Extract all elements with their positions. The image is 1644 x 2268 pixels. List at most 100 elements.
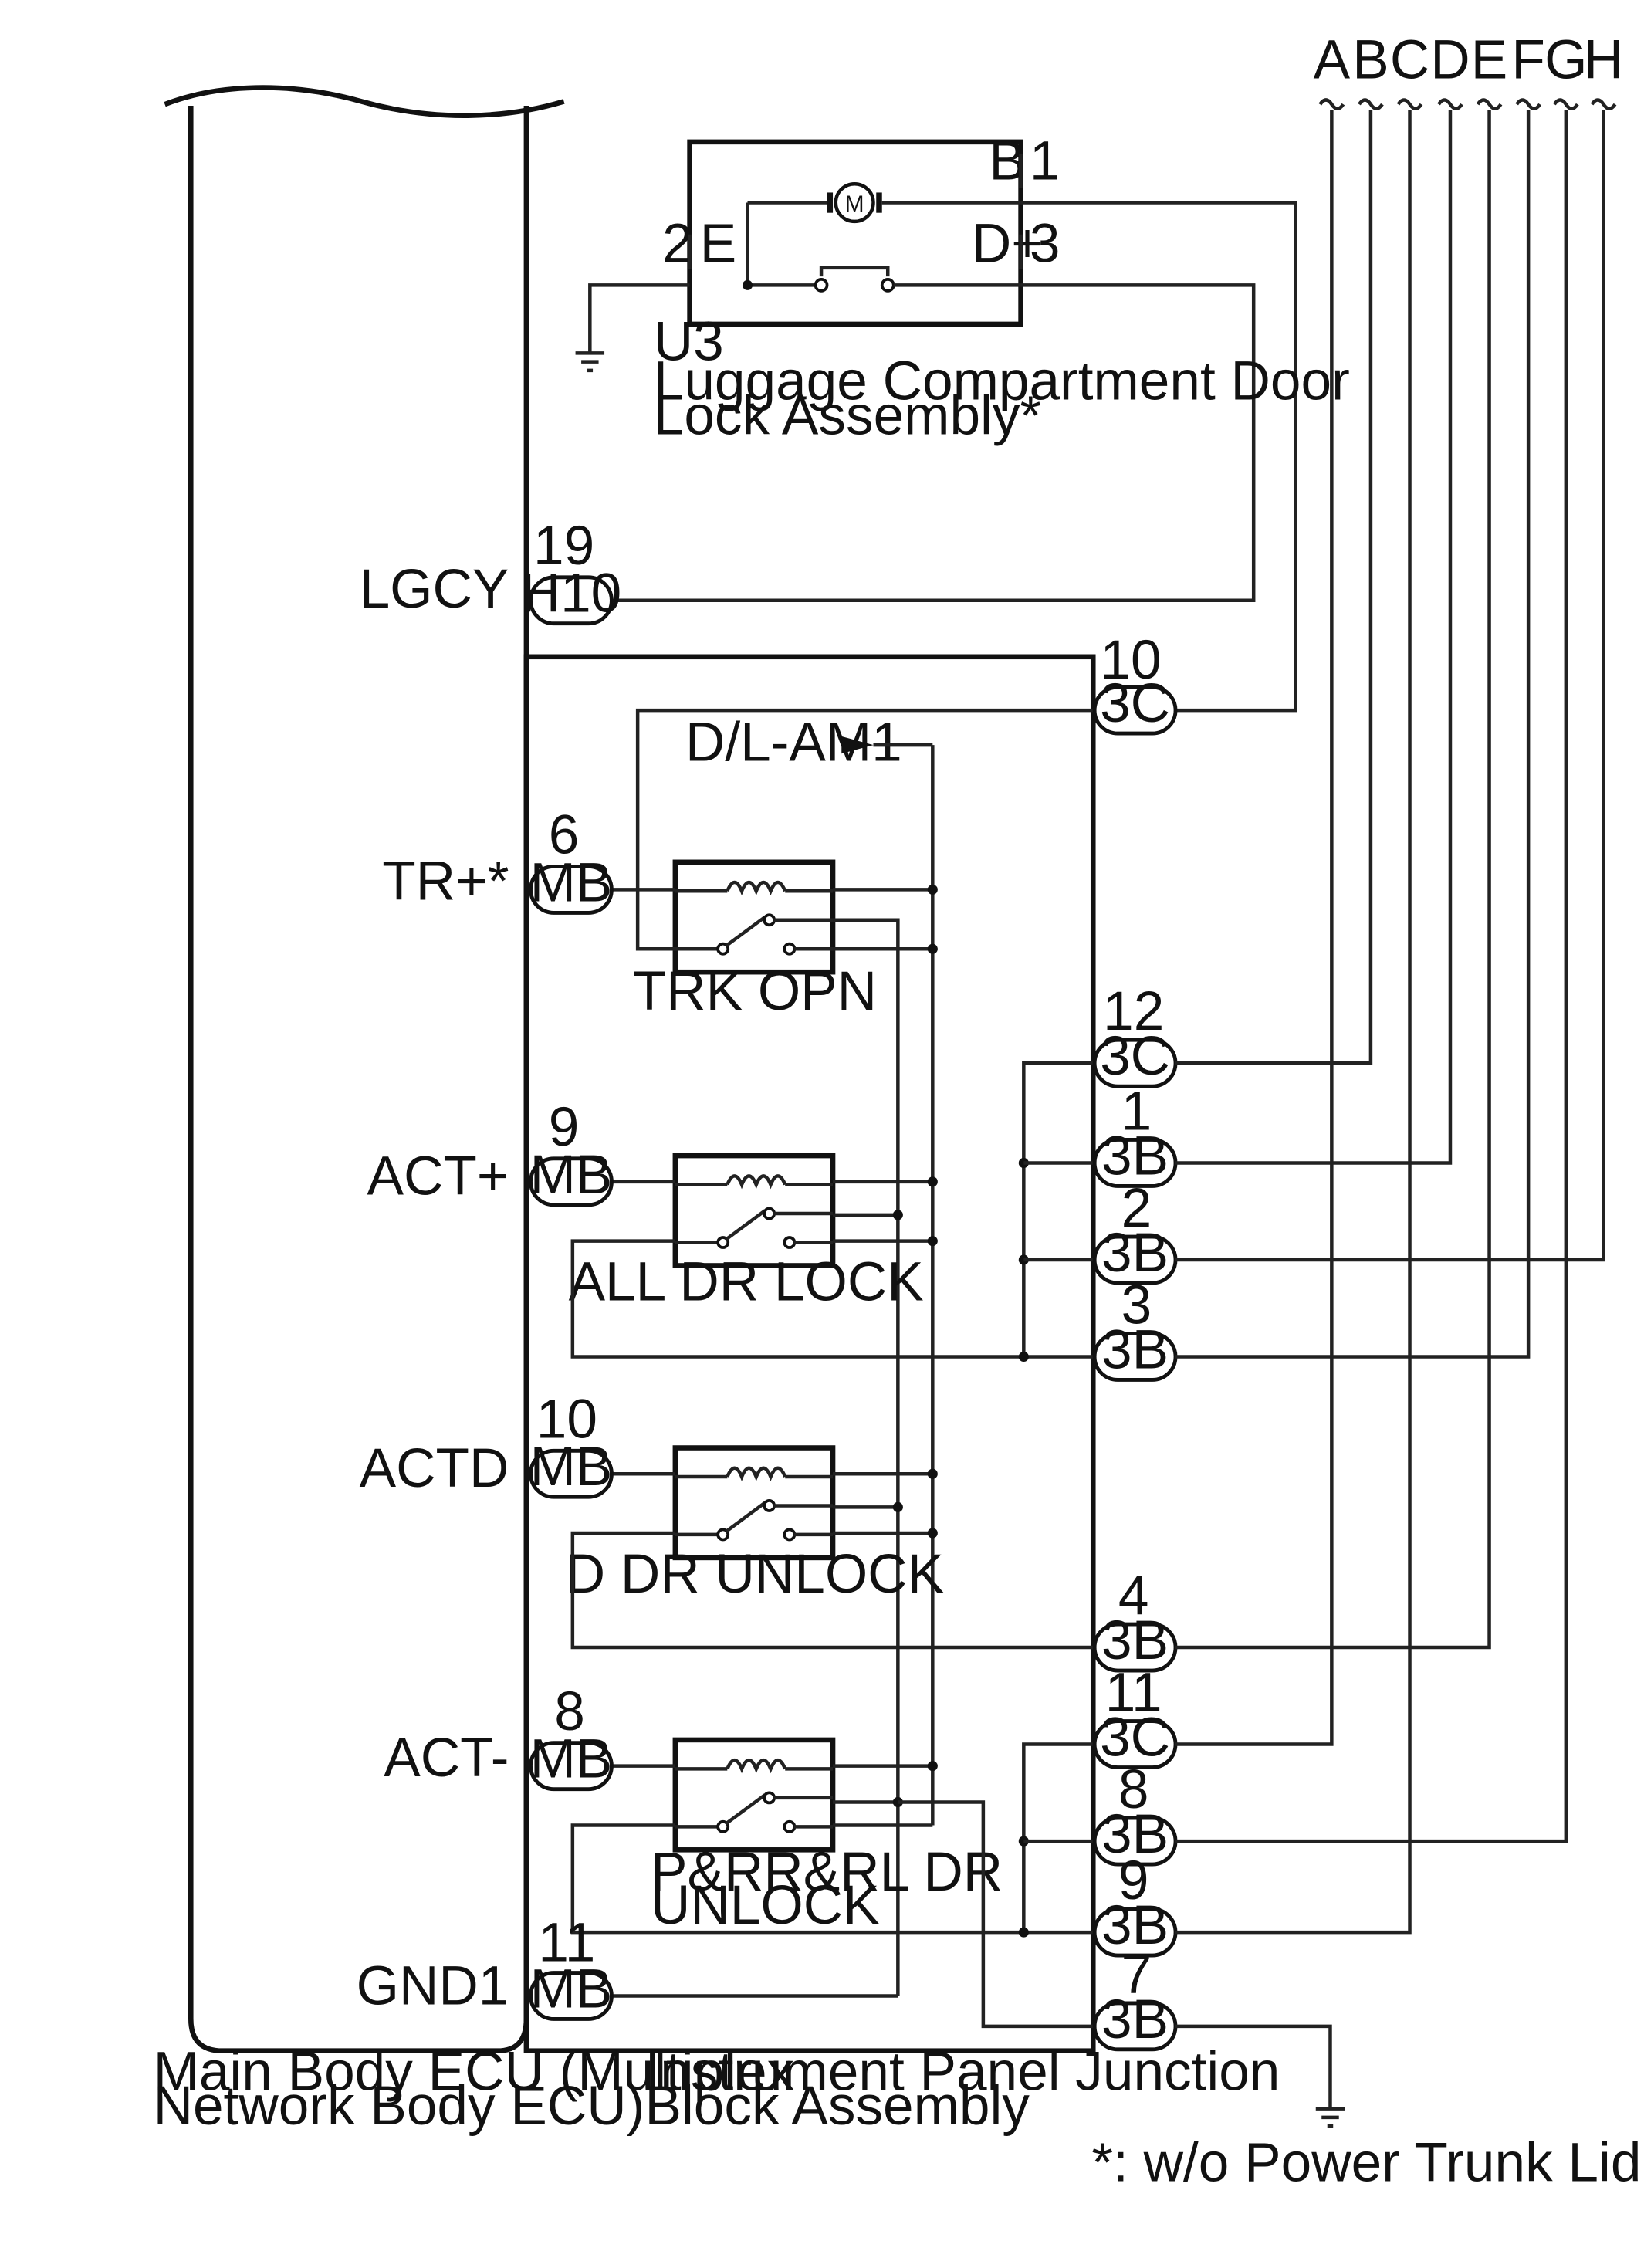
connector-b8-code: 3B (1101, 1804, 1169, 1865)
connector-b4-pin: 4 (1118, 1566, 1149, 1627)
connector-c3c12-pin: 12 (1103, 981, 1164, 1042)
bus-letter-d: D (1430, 29, 1470, 90)
relay-all-dr-lock-contact-common (763, 1207, 776, 1220)
wire-lock-dplus-to-h10 (611, 283, 1256, 602)
relay-all-dr-lock-contact-a (716, 1236, 730, 1249)
connector-b7-pin: 7 (1121, 1945, 1152, 2006)
relay-trk-opn-switch-blade (725, 916, 766, 948)
bus-letter-g: G (1544, 29, 1587, 90)
connector-b7-code: 3B (1101, 1989, 1169, 2050)
bus-letter-b: B (1352, 29, 1389, 90)
bus-f-to-3b3 (1175, 110, 1531, 1359)
relay-p-rr-rl-switch-blade (725, 1793, 766, 1826)
connector-mb10 (529, 1448, 614, 1499)
relay-trk-opn (672, 859, 836, 975)
connector-b1-pin: 1 (1121, 1081, 1152, 1142)
lock-junction-dot (742, 279, 753, 290)
relay-p-rr-rl-unlock (672, 1737, 836, 1853)
connector-mb8-pin: 8 (554, 1681, 585, 1742)
motor-icon (834, 181, 875, 224)
wire-3c10-to-trk-switch (635, 708, 1176, 951)
dot-ddr-common (892, 1501, 903, 1512)
connector-mb11 (529, 1971, 614, 2021)
junction-block-name-line2: Block Assembly (645, 2076, 1030, 2137)
bus-a-to-3c11 (1175, 110, 1334, 1746)
connector-c3c10-pin: 10 (1100, 630, 1161, 691)
connector-mb9-pin: 9 (549, 1097, 580, 1158)
wire-lock-b-to-3c10 (1020, 201, 1297, 713)
dot-prr-coil (927, 1761, 938, 1772)
relay-trk-opn-contact-a (716, 942, 730, 956)
ecu-name-line2: Network Body ECU) (154, 2076, 645, 2137)
bus-letter-a: A (1314, 29, 1351, 90)
bus-e-to-3b4 (1175, 110, 1491, 1650)
lock-pin-b: 1 (1030, 131, 1060, 192)
relay-p-rr-rl-coil-icon (726, 1759, 787, 1774)
lock-pin-dplus: 3 (1030, 213, 1060, 274)
bus-break-c (1396, 98, 1423, 111)
relay-all-dr-lock-switch-blade (725, 1209, 766, 1241)
bus-letter-f: F (1511, 29, 1544, 90)
connector-b2-pin: 2 (1121, 1178, 1152, 1239)
relay-d-dr-unlock (672, 1445, 836, 1561)
dot-group-3 (1018, 1351, 1029, 1362)
bus-break-start (1318, 98, 1334, 106)
ecu-pin-lgcy: LGCY (360, 559, 509, 620)
feed-label: D/L-AM1 (685, 713, 902, 773)
lock-assembly-box (687, 139, 1023, 327)
relay-trk-opn-label: TRK OPN (633, 961, 877, 1022)
bus-letter-h: H (1584, 29, 1623, 90)
connector-mb8-code: MB (530, 1729, 613, 1790)
lock-terminal-e: E (700, 213, 736, 274)
connector-b8-pin: 8 (1118, 1759, 1149, 1820)
relay-d-dr-unlock-contact-common (763, 1499, 776, 1512)
relay-d-dr-unlock-contact-a (716, 1528, 730, 1542)
connector-mb6-code: MB (530, 852, 613, 913)
relay-d-dr-unlock-contact-b (783, 1528, 797, 1542)
connector-c3c10-code: 3C (1100, 673, 1170, 734)
ground-3b7-wire (1175, 2024, 1332, 2109)
relay-p-rr-rl-contact-common (763, 1791, 776, 1805)
junction-block-name-line1: Instrument Panel Junction (645, 2041, 1280, 2102)
relay-all-dr-lock-label: ALL DR LOCK (569, 1251, 924, 1312)
relay-p-rr-rl-contact-a (716, 1819, 730, 1833)
connector-mb9-code: MB (530, 1145, 613, 1206)
connector-b2-code: 3B (1101, 1223, 1169, 1284)
ecu-pin-actd: ACTD (360, 1438, 509, 1499)
ecu-break-line (164, 85, 565, 118)
wire-group-lower (1022, 1742, 1094, 1933)
bus-c-to-3b9 (1175, 110, 1412, 1935)
bus-h-to-3b2 (1175, 110, 1605, 1262)
footnote: *: w/o Power Trunk Lid System (1091, 2132, 1644, 2193)
motor-brush-right (876, 192, 882, 213)
dot-group-5 (1018, 1927, 1029, 1938)
connector-c3c11-pin: 11 (1105, 1662, 1162, 1723)
relay-p-rr-rl-label-1: P&RR&RL DR (651, 1842, 1003, 1903)
lock-assembly-code: U3 (654, 312, 724, 373)
relay-all-dr-lock-contact-b (783, 1236, 797, 1249)
connector-mb6 (529, 864, 614, 915)
lock-assembly-name-line1: Luggage Compartment Door (654, 350, 1350, 411)
lock-switch-contact-left (814, 277, 829, 293)
connector-mb11-pin: 11 (538, 1913, 595, 1974)
bus-break-d (1437, 98, 1463, 111)
ecu-pin-tr: TR+* (382, 851, 509, 912)
bus-break-g (1552, 98, 1579, 111)
wire-prr-to-3b7 (898, 1800, 1094, 2029)
connector-mb6-pin: 6 (549, 805, 580, 866)
lock-assembly-name-line2: Lock Assembly* (654, 385, 1041, 446)
relay-d-dr-unlock-coil-icon (726, 1466, 787, 1481)
dot-lock-coil (927, 1176, 938, 1187)
connector-mb11-code: MB (530, 1959, 613, 2020)
relay-p-rr-rl-label-2: UNLOCK (651, 1875, 880, 1936)
dot-lock-switch (927, 1236, 938, 1247)
lock-switch-blade (819, 266, 890, 277)
connector-b3-pin: 3 (1121, 1274, 1152, 1335)
motor-label: M (845, 191, 864, 217)
connector-h10-pin: 19 (533, 516, 594, 577)
dot-ddr-coil (927, 1468, 938, 1479)
connector-mb10-code: MB (530, 1437, 613, 1498)
lock-terminal-dplus: D+ (972, 213, 1044, 274)
